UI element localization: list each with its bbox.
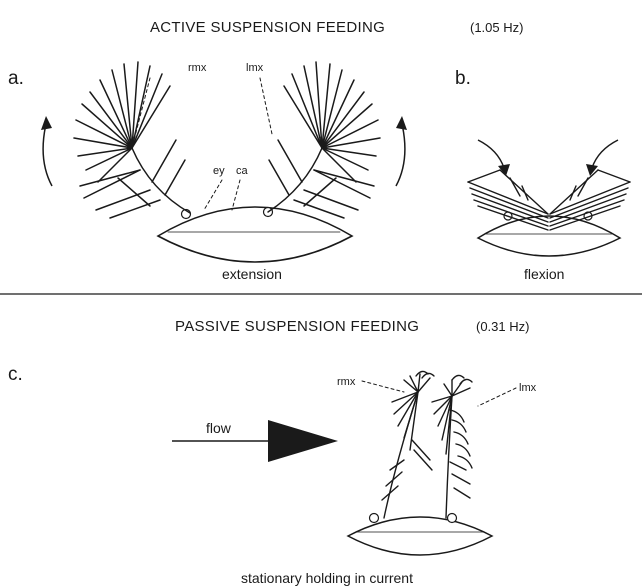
- carapace-body-b: [478, 216, 620, 256]
- carapace-body-c: [348, 517, 492, 555]
- label-rmx-a: rmx: [188, 62, 207, 74]
- panel-label-a: a.: [8, 68, 24, 89]
- label-lmx-c: lmx: [519, 382, 537, 394]
- leader-lmx-c: [478, 388, 516, 406]
- active-title: ACTIVE SUSPENSION FEEDING: [150, 19, 385, 36]
- label-ca-a: ca: [236, 165, 249, 177]
- flexed-cirri-right-b: [550, 170, 630, 230]
- label-ey-a: ey: [213, 165, 225, 177]
- leader-lmx-a: [260, 78, 272, 134]
- label-flow: flow: [206, 420, 232, 436]
- panel-label-b: b.: [455, 68, 471, 89]
- flexed-cirri-left-b: [468, 170, 548, 230]
- active-frequency: (1.05 Hz): [470, 20, 523, 35]
- motion-arrow-left-a: [41, 116, 52, 186]
- flow-arrow: [172, 420, 338, 462]
- right-cirri-fan-a: [268, 62, 380, 218]
- panel-a-extension-drawing: [74, 62, 380, 262]
- caption-extension: extension: [222, 266, 282, 282]
- caption-flexion: flexion: [524, 266, 564, 282]
- panel-c-passive-drawing: [348, 371, 516, 555]
- leader-ey-a: [204, 180, 222, 210]
- caption-stationary: stationary holding in current: [241, 570, 413, 586]
- leader-rmx-c: [362, 381, 404, 392]
- panel-b-flexion-drawing: [468, 170, 630, 256]
- panel-label-c: c.: [8, 364, 23, 385]
- passive-frequency: (0.31 Hz): [476, 319, 529, 334]
- passive-cirri-rmx: [382, 371, 434, 518]
- passive-cirri-lmx: [432, 375, 472, 518]
- label-lmx-a: lmx: [246, 62, 264, 74]
- passive-title: PASSIVE SUSPENSION FEEDING: [175, 318, 419, 335]
- label-rmx-c: rmx: [337, 376, 356, 388]
- motion-arrow-right-a: [396, 116, 407, 186]
- left-cirri-fan-a: [74, 62, 190, 218]
- leader-ca-a: [232, 180, 240, 210]
